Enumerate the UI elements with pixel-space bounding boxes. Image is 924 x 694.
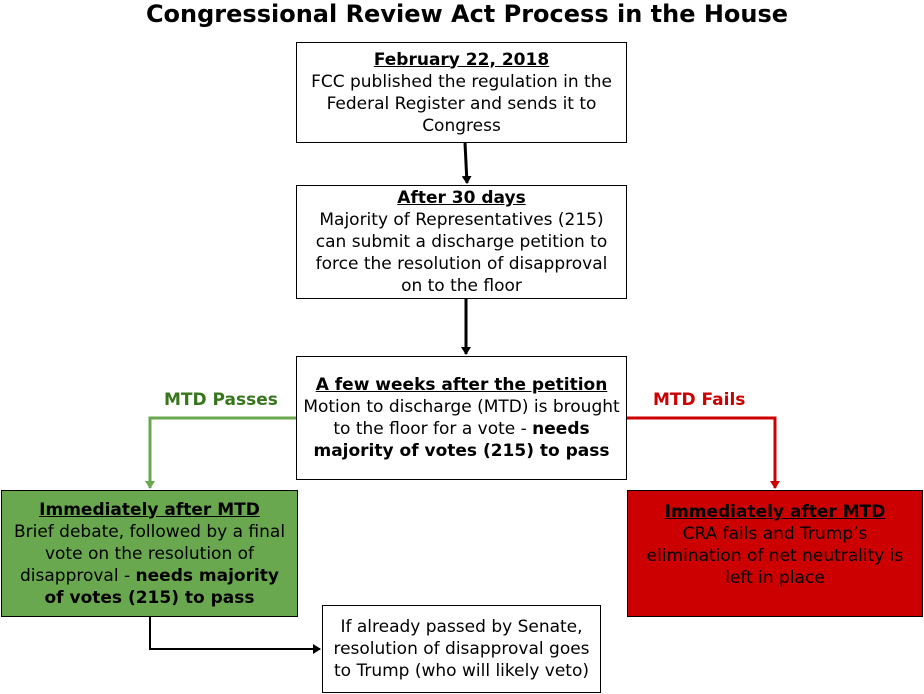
mtd-passes-body-bold: needs majority of votes (215) to pass (44, 565, 280, 608)
mtd-fails-label: MTD Fails (653, 390, 746, 410)
step-30-days-box: After 30 days Majority of Representative… (296, 185, 627, 299)
mtd-passes-body: Brief debate, followed by a final vote o… (8, 521, 291, 609)
mtd-passes-label: MTD Passes (164, 390, 278, 410)
mtd-fails-heading: Immediately after MTD (664, 502, 886, 522)
arrow-mtd-fails (627, 416, 780, 489)
step-petition-body-bold: needs majority of votes (215) to pass (313, 419, 610, 461)
step-petition-heading: A few weeks after the petition (315, 375, 608, 395)
step-petition-box: A few weeks after the petition Motion to… (296, 356, 627, 480)
mtd-passes-heading: Immediately after MTD (39, 499, 260, 520)
arrow-step1-to-step2 (461, 142, 472, 184)
step-published-box: February 22, 2018 FCC published the regu… (296, 42, 627, 143)
arrow-pass-to-senate (149, 617, 321, 654)
step-30-days-body: Majority of Representatives (215) can su… (315, 210, 608, 296)
diagram-title: Congressional Review Act Process in the … (145, 0, 789, 28)
mtd-fails-box: Immediately after MTD CRA fails and Trum… (627, 490, 923, 617)
senate-veto-body: If already passed by Senate, resolution … (333, 617, 590, 681)
arrow-mtd-passes (145, 416, 296, 489)
step-30-days-heading: After 30 days (397, 188, 526, 208)
mtd-fails-body: CRA fails and Trump’s elimination of net… (646, 524, 904, 588)
step-petition-body: Motion to discharge (MTD) is brought to … (303, 396, 620, 462)
step-published-heading: February 22, 2018 (373, 49, 550, 70)
senate-veto-box: If already passed by Senate, resolution … (322, 605, 601, 693)
step-published-body: FCC published the regulation in the Fede… (311, 71, 612, 136)
mtd-passes-body-text: Brief debate, followed by a final vote o… (13, 521, 286, 586)
mtd-passes-box: Immediately after MTD Brief debate, foll… (1, 490, 298, 617)
step-petition-body-text: Motion to discharge (MTD) is brought to … (303, 397, 620, 439)
